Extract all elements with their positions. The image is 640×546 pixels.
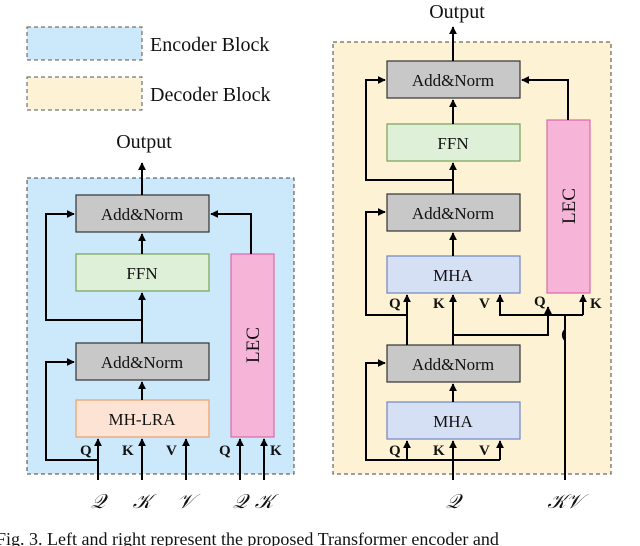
encoder-add-norm-bottom-label: Add&Norm — [101, 353, 183, 372]
encoder-lec-k-label: K — [270, 443, 282, 459]
decoder-mha-top-q-label: Q — [389, 296, 401, 312]
decoder-mha-bottom-k-label: K — [433, 443, 445, 459]
encoder-mh-lra-label: MH-LRA — [108, 410, 176, 429]
decoder-input-kv: 𝒦𝒱 — [547, 491, 589, 513]
encoder-q-label: Q — [80, 443, 92, 459]
decoder-ffn: FFN — [386, 123, 521, 162]
encoder-mh-lra: MH-LRA — [75, 399, 210, 438]
decoder-mha-bottom-q-label: Q — [389, 443, 401, 459]
decoder-lec-k-label: K — [590, 296, 602, 312]
encoder-input-v: 𝒱 — [178, 491, 201, 513]
encoder-output-label: Output — [116, 131, 172, 153]
legend-encoder-label: Encoder Block — [150, 34, 269, 56]
decoder-ffn-label: FFN — [437, 134, 468, 153]
decoder-output-label: Output — [429, 1, 485, 23]
decoder-add-norm-top-label: Add&Norm — [412, 71, 494, 90]
encoder-lec-label: LEC — [243, 327, 264, 363]
decoder-add-norm-bottom: Add&Norm — [386, 344, 521, 383]
encoder-lec-q-label: Q — [219, 443, 231, 459]
encoder-connectors — [45, 162, 268, 480]
encoder-input-lec-k: 𝒦 — [255, 491, 280, 513]
encoder-ffn: FFN — [75, 253, 210, 292]
decoder-mha-bottom: MHA — [386, 401, 521, 440]
legend-decoder-label: Decoder Block — [150, 84, 271, 106]
legend-decoder-swatch — [26, 76, 143, 111]
decoder-mha-bottom-v-label: V — [479, 443, 490, 459]
encoder-v-label: V — [166, 443, 177, 459]
decoder-mha-top-v-label: V — [479, 296, 490, 312]
decoder-mha-top-label: MHA — [433, 266, 473, 285]
decoder-mha-top: MHA — [386, 255, 521, 294]
decoder-lec: LEC — [546, 119, 591, 294]
encoder-add-norm-bottom: Add&Norm — [75, 342, 210, 381]
decoder-input-q: 𝒬 — [446, 491, 464, 513]
decoder-add-norm-bottom-label: Add&Norm — [412, 355, 494, 374]
encoder-lec: LEC — [230, 253, 275, 438]
encoder-input-q: 𝒬 — [91, 491, 109, 513]
encoder-add-norm-top-label: Add&Norm — [101, 205, 183, 224]
decoder-add-norm-top: Add&Norm — [386, 60, 521, 99]
encoder-input-k: 𝒦 — [133, 491, 158, 513]
encoder-input-lec-q: 𝒬 — [233, 491, 251, 513]
encoder-ffn-label: FFN — [126, 264, 157, 283]
encoder-add-norm-top: Add&Norm — [75, 194, 210, 233]
encoder-k-label: K — [122, 443, 134, 459]
decoder-mha-bottom-label: MHA — [433, 412, 473, 431]
decoder-lec-label: LEC — [559, 188, 580, 224]
legend-encoder-swatch — [26, 26, 143, 61]
decoder-mha-top-k-label: K — [433, 296, 445, 312]
decoder-add-norm-mid: Add&Norm — [386, 193, 521, 232]
decoder-connectors — [365, 26, 587, 480]
decoder-lec-q-label: Q — [534, 294, 546, 310]
figure-caption: Fig. 3. Left and right represent the pro… — [0, 529, 499, 546]
decoder-add-norm-mid-label: Add&Norm — [412, 204, 494, 223]
